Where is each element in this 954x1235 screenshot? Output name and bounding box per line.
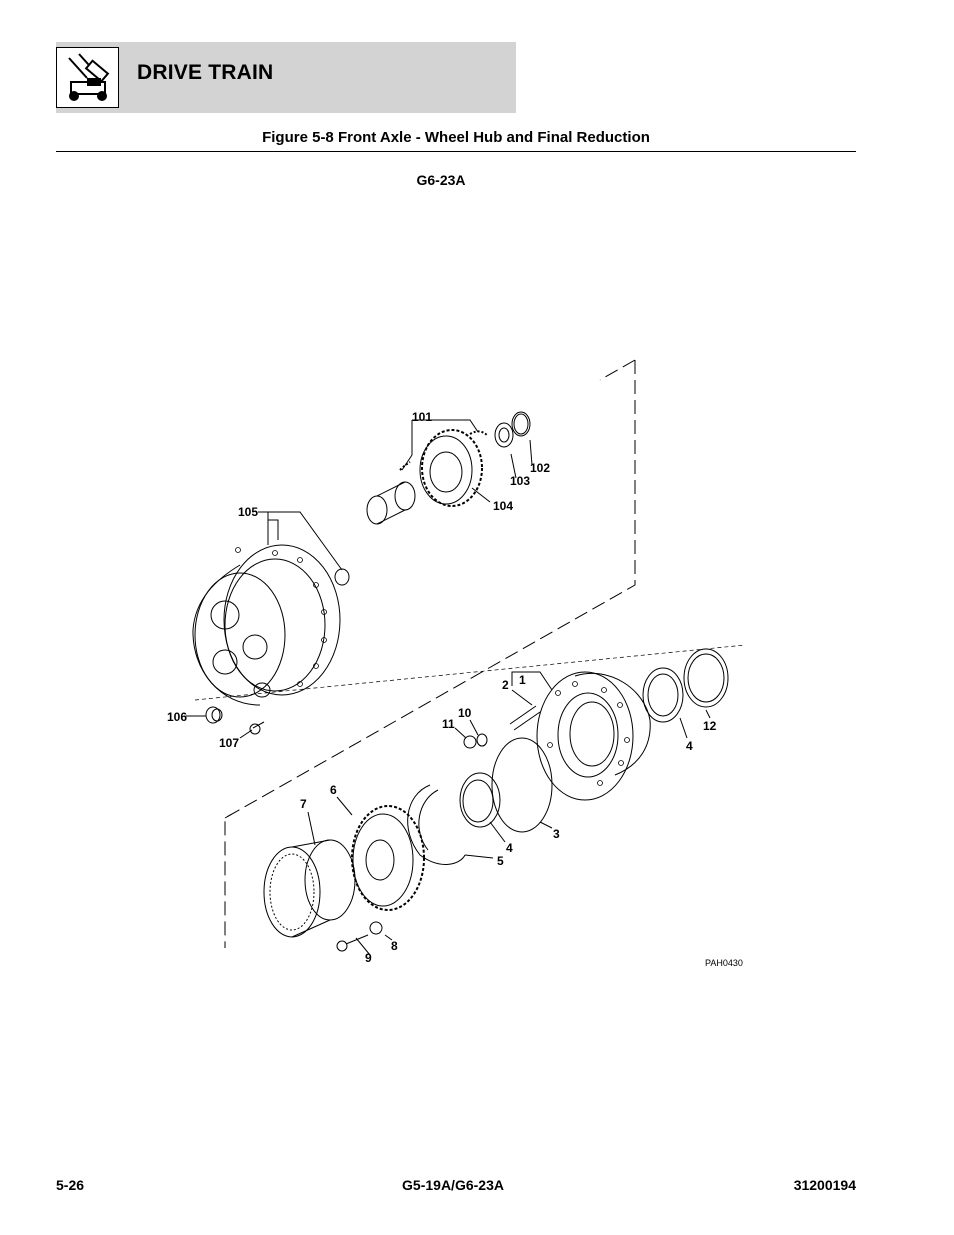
callout-4-left: 4 — [506, 841, 513, 855]
machine-service-icon — [56, 47, 119, 108]
figure-title: Figure 5-8 Front Axle - Wheel Hub and Fi… — [262, 129, 650, 146]
callout-1: 1 — [519, 673, 526, 687]
callout-6: 6 — [330, 783, 337, 797]
footer-models: G5-19A/G6-23A — [402, 1177, 504, 1193]
callout-9: 9 — [365, 951, 372, 965]
section-title: DRIVE TRAIN — [137, 61, 274, 84]
callout-102: 102 — [530, 461, 550, 475]
callout-11: 11 — [442, 717, 455, 731]
figure-ref-code: PAH0430 — [705, 958, 743, 968]
callout-12: 12 — [703, 719, 717, 733]
page-number: 5-26 — [56, 1177, 85, 1193]
callout-7: 7 — [300, 797, 307, 811]
doc-number: 31200194 — [793, 1177, 856, 1193]
callout-10: 10 — [458, 706, 472, 720]
header-band — [56, 42, 516, 113]
callout-105: 105 — [238, 505, 258, 519]
callout-101: 101 — [412, 410, 432, 424]
callout-4-right: 4 — [686, 739, 693, 753]
callout-5: 5 — [497, 854, 504, 868]
callout-3: 3 — [553, 827, 560, 841]
callout-8: 8 — [391, 939, 398, 953]
header-rule — [56, 151, 856, 152]
callout-103: 103 — [510, 474, 530, 488]
callout-107: 107 — [219, 736, 239, 750]
callout-104: 104 — [493, 499, 513, 513]
callout-106: 106 — [167, 710, 187, 724]
model-label: G6-23A — [416, 172, 466, 188]
callout-2: 2 — [502, 678, 509, 692]
